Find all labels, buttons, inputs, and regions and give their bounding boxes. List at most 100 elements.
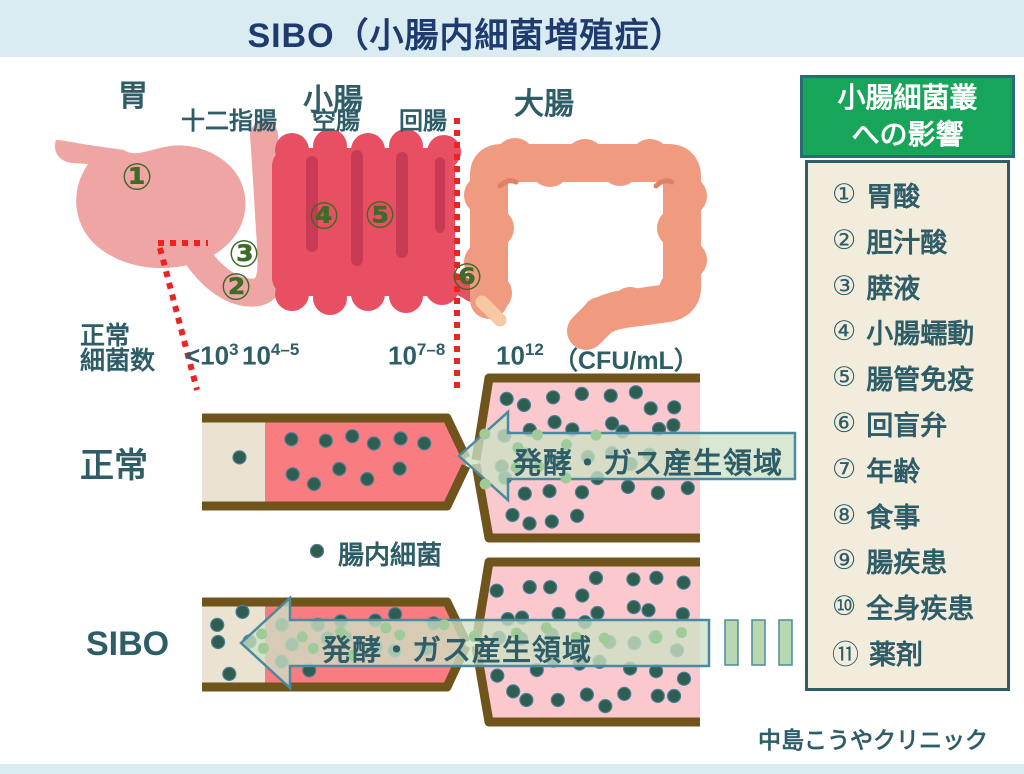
normal-small-intestine-dot — [360, 472, 375, 487]
sibo-gas-dots-dot — [307, 642, 319, 654]
normal-small-intestine-dot — [417, 436, 432, 451]
sibo-colon-dot — [626, 572, 641, 587]
stomach-illustration — [54, 121, 286, 307]
normal-gas-dots-dot — [531, 429, 543, 441]
ileum-label: 回腸 — [399, 108, 447, 135]
count-colon: 1012 — [496, 340, 544, 371]
normal-colon-dot — [522, 516, 537, 531]
sibo-colon-dot — [543, 580, 558, 595]
normal-gas-dots-dot — [479, 478, 491, 490]
normal-stomach-segment-dot — [232, 450, 247, 465]
large-intestine-label: 大腸 — [514, 88, 574, 121]
sibo-colon-dot — [676, 575, 691, 590]
stomach-label: 胃 — [118, 80, 148, 113]
sibo-gas-dots-dot — [346, 649, 358, 661]
normal-small-intestine-dot — [366, 436, 381, 451]
normal-small-intestine-dot — [345, 429, 360, 444]
count-unit: （CFU/mL） — [553, 347, 699, 375]
normal-colon-dot — [545, 390, 561, 405]
sibo-gas-dots-dot — [511, 627, 522, 639]
sibo-stomach-segment-dot — [222, 666, 237, 682]
sibo-colon-dot — [522, 579, 537, 595]
page-title: SIBO（小腸内細菌増殖症） — [247, 17, 685, 55]
marker-6-ileocecal-valve: ⑥ — [451, 256, 483, 298]
count-stomach: <103 — [185, 340, 239, 371]
sibo-gas-dots-dot — [598, 632, 610, 644]
sibo-colon-dot — [666, 688, 682, 704]
normal-gas-dots-dot — [560, 439, 572, 451]
large-intestine-illustration — [464, 138, 707, 350]
small-intestine-illustration — [272, 129, 482, 315]
sibo-colon-dot — [641, 603, 656, 618]
normal-fermentation-arrow — [457, 409, 797, 503]
sibo-stomach-segment-dot — [211, 634, 226, 650]
normal-row-label: 正常 — [80, 447, 148, 485]
sibo-gas-dots-dot — [257, 642, 269, 654]
normal-colon-dot — [603, 388, 618, 403]
normal-colon-dot — [542, 484, 557, 499]
normal-arrow-label: 発酵・ガス産生領域 — [513, 448, 784, 480]
sibo-colon-dot — [590, 605, 605, 621]
sibo-gas-dots-dot — [335, 626, 346, 638]
normal-colon-dot — [547, 415, 562, 430]
sibo-colon-dot — [575, 588, 590, 603]
normal-colon-dot — [650, 485, 666, 500]
normal-colon-dot — [505, 507, 520, 523]
sibo-colon-dot — [649, 570, 664, 585]
jejunum-label: 空腸 — [312, 108, 360, 135]
normal-small-intestine-dot — [332, 461, 347, 477]
normal-colon-dot — [574, 386, 589, 401]
marker-5-immunity: ⑤ — [364, 194, 396, 236]
normal-small-intestine-dot — [318, 433, 333, 448]
sibo-colon-dot — [519, 692, 534, 708]
sibo-colon-dot — [650, 688, 665, 704]
sibo-fermentation-arrow — [239, 595, 711, 691]
legend-label: 腸内細菌 — [338, 540, 443, 570]
sibo-gas-dots-dot — [394, 629, 406, 641]
sibo-colon-dot — [626, 599, 641, 615]
normal-count-label-line2: 細菌数 — [80, 347, 156, 375]
normal-small-intestine-dot — [285, 467, 300, 482]
sibo-gas-dots-dot — [676, 627, 687, 638]
sibo-colon-dot — [490, 668, 505, 683]
sibo-gas-dots-dot — [296, 631, 308, 643]
sibo-colon-dot — [579, 687, 595, 702]
normal-colon-dot — [517, 486, 532, 501]
sibo-gas-dots-dot — [468, 630, 480, 642]
sibo-colon-dot — [617, 686, 632, 702]
sibo-gas-dots-dot — [650, 632, 662, 644]
marker-1-gastric-acid: ① — [121, 156, 153, 198]
gas-dots — [256, 428, 687, 661]
normal-small-intestine-dot — [392, 461, 407, 476]
marker-2-bile-acid: ② — [220, 266, 252, 308]
legend-bacteria-dot — [309, 543, 325, 559]
normal-gas-dots-dot — [512, 442, 524, 454]
clinic-credit: 中島こうやクリニック — [758, 727, 988, 753]
normal-colon-dot — [569, 508, 585, 523]
sibo-colon-dot — [506, 684, 521, 699]
sibo-stomach-segment-dot — [235, 604, 250, 620]
normal-gas-dots-dot — [560, 472, 572, 484]
sibo-stomach-segment-dot — [210, 617, 225, 633]
sibo-gas-dots-dot — [256, 628, 268, 640]
sibo-colon-dot — [550, 692, 565, 708]
sibo-gas-dots-dot — [570, 631, 582, 643]
normal-colon-dot — [680, 480, 695, 496]
sibo-colon-dot — [598, 698, 613, 714]
sibo-gas-dots-dot — [380, 622, 392, 634]
duodenum-label: 十二指腸 — [181, 108, 277, 135]
normal-colon-dot — [499, 391, 514, 406]
sibo-colon-dot — [676, 671, 692, 686]
normal-small-intestine-dot — [393, 431, 408, 446]
fermentation-arrows — [239, 409, 797, 691]
